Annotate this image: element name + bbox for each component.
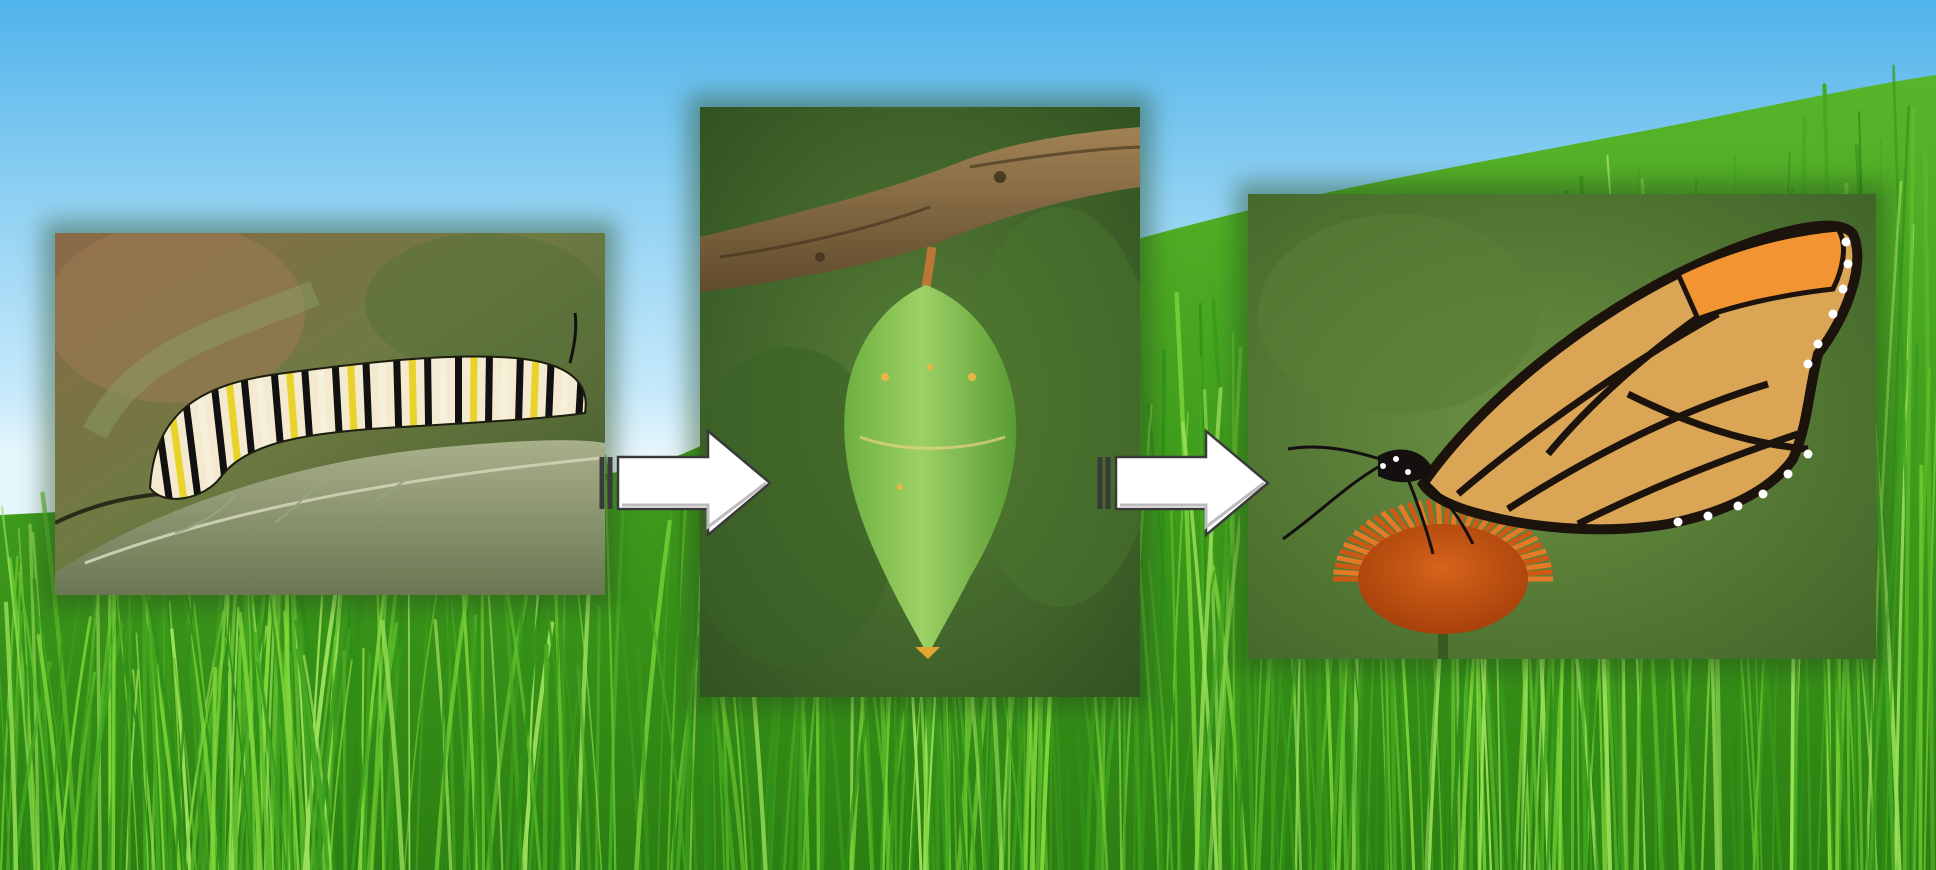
green-chrysalis-on-branch-photo: [700, 107, 1140, 697]
monarch-butterfly-on-flower-photo: [1248, 194, 1876, 659]
right-arrow-icon: [598, 427, 778, 539]
right-arrow-icon: [1096, 427, 1276, 539]
caterpillar-on-leaf-photo: [55, 233, 605, 595]
